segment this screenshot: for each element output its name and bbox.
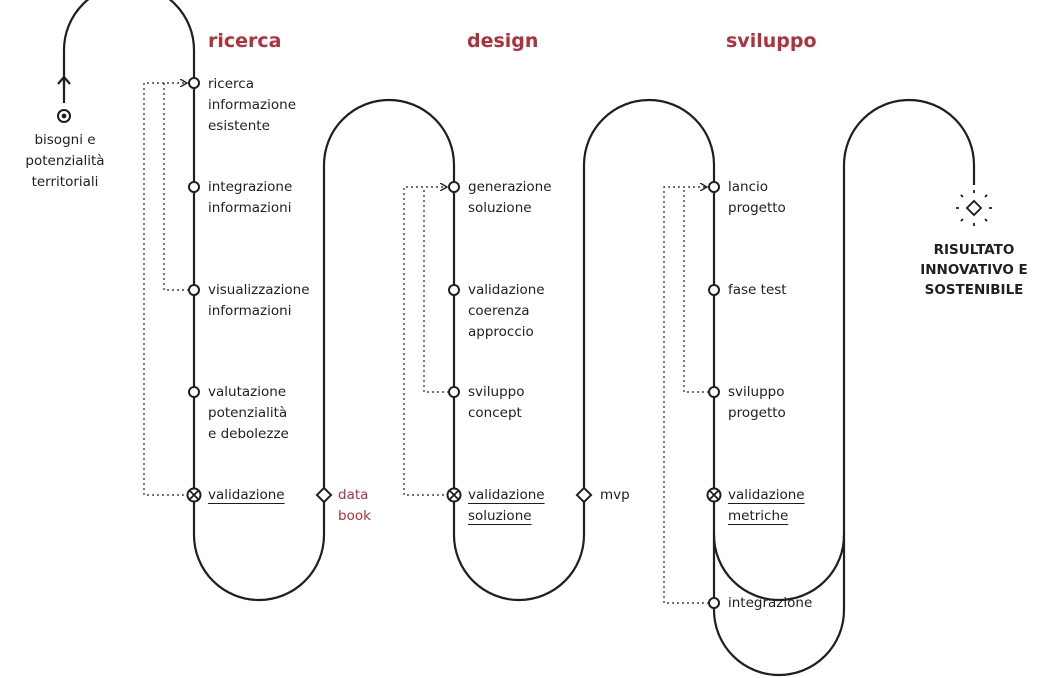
ricerca-feedback-outer: [143, 83, 189, 496]
step-label: valutazione potenzialità e debolezze: [208, 384, 289, 442]
validation-label: validazione metriche: [728, 487, 805, 524]
result-label: RISULTATO INNOVATIVO E SOSTENIBILE: [920, 242, 1028, 298]
main-flow-path: [62, 0, 976, 602]
phase-title-ricerca: ricerca: [208, 30, 282, 52]
design-feedback-inner: [423, 187, 449, 393]
target-dot-icon: [57, 109, 71, 123]
step-node: [188, 77, 200, 89]
sviluppo-feedback-inner: [683, 187, 709, 393]
phase-title-sviluppo: sviluppo: [726, 30, 817, 52]
design-feedback-outer: [403, 187, 449, 496]
step-node: [708, 597, 720, 609]
diamond-icon: [575, 486, 593, 504]
crossed-circle-icon: [706, 487, 722, 503]
step-node: [708, 284, 720, 296]
step-label: validazione coerenza approccio: [468, 282, 545, 340]
step-label: lancio progetto: [728, 179, 786, 216]
validation-label: validazione soluzione: [468, 487, 545, 524]
diamond-icon: [315, 486, 333, 504]
ricerca-feedback-inner: [163, 83, 189, 291]
start-label: bisogni e potenzialità territoriali: [25, 132, 105, 190]
phase-title-design: design: [467, 30, 539, 52]
step-label: generazione soluzione: [468, 179, 552, 216]
step-label: sviluppo concept: [468, 384, 525, 421]
step-label: integrazione: [728, 595, 813, 611]
step-node: [188, 386, 200, 398]
feedback-loops: [143, 83, 709, 604]
step-node: [448, 386, 460, 398]
arrow-up-icon: [57, 75, 71, 103]
crossed-circle-icon: [446, 487, 462, 503]
step-node: [708, 386, 720, 398]
step-label: sviluppo progetto: [728, 384, 786, 421]
step-label: ricerca informazione esistente: [208, 76, 297, 134]
step-node: [448, 181, 460, 193]
validation-label: validazione: [208, 487, 285, 503]
step-label: visualizzazione informazioni: [208, 282, 310, 319]
step-label: integrazione informazioni: [208, 179, 293, 216]
deliverable-label: mvp: [600, 487, 630, 503]
step-label: fase test: [728, 282, 787, 298]
step-node: [188, 181, 200, 193]
sunburst-diamond-icon: [954, 188, 994, 228]
step-node: [188, 284, 200, 296]
sviluppo-feedback-outer: [663, 187, 709, 604]
deliverable-label: data book: [338, 487, 371, 524]
step-node: [708, 181, 720, 193]
integration-loop-path: [712, 535, 846, 677]
step-node: [448, 284, 460, 296]
crossed-circle-icon: [186, 487, 202, 503]
